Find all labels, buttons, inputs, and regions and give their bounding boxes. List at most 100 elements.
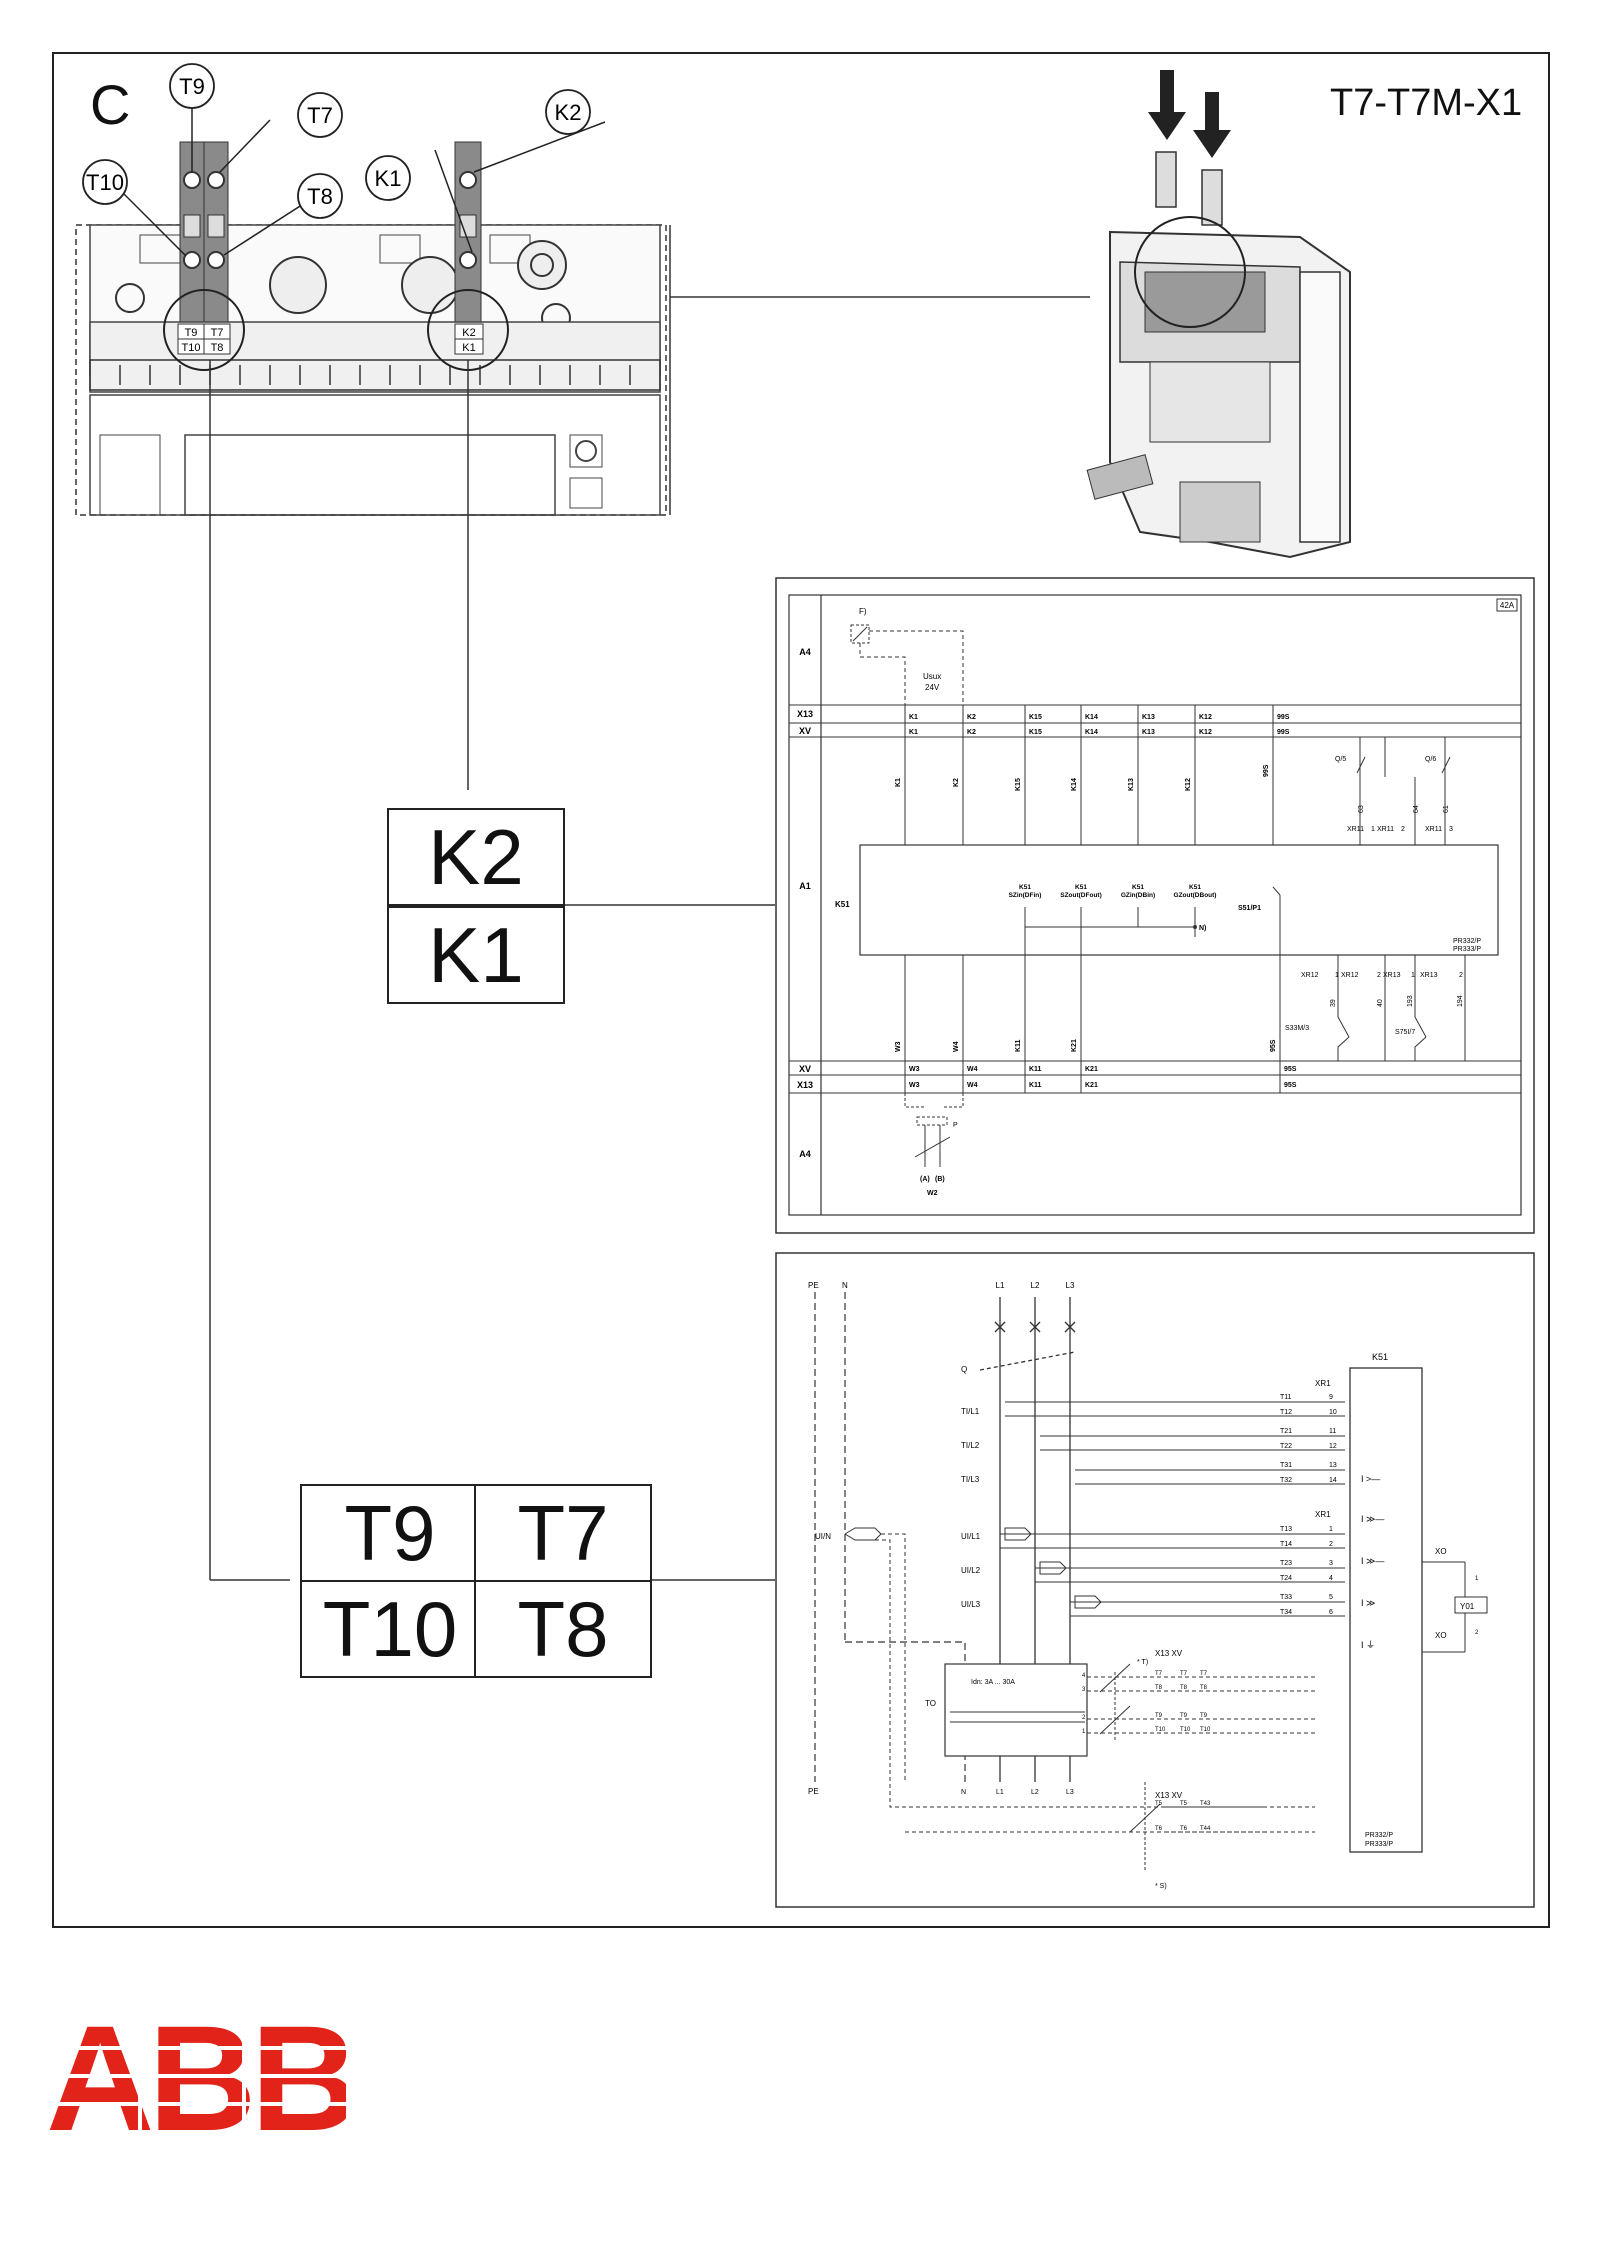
callout-label: K2 xyxy=(555,100,582,125)
row-label: X13 xyxy=(797,709,813,719)
svg-text:GZin(DBin): GZin(DBin) xyxy=(1121,892,1155,899)
svg-text:Y01: Y01 xyxy=(1460,1602,1475,1611)
svg-text:K1: K1 xyxy=(895,778,902,787)
svg-text:K14: K14 xyxy=(1071,778,1078,791)
svg-text:K11: K11 xyxy=(1029,1082,1042,1089)
svg-text:XO: XO xyxy=(1435,1631,1447,1640)
svg-text:SZin(DFin): SZin(DFin) xyxy=(1009,892,1042,899)
svg-text:W3: W3 xyxy=(909,1082,920,1089)
svg-text:K11: K11 xyxy=(1029,1066,1042,1073)
svg-text:T11: T11 xyxy=(1280,1394,1292,1401)
svg-text:13: 13 xyxy=(1329,1462,1337,1469)
svg-text:T5: T5 xyxy=(1155,1801,1163,1807)
svg-text:40: 40 xyxy=(1377,999,1384,1007)
svg-text:UI/N: UI/N xyxy=(815,1532,831,1541)
svg-text:XR1: XR1 xyxy=(1315,1510,1331,1519)
svg-text:K15: K15 xyxy=(1029,714,1042,721)
svg-text:W3: W3 xyxy=(909,1066,920,1073)
svg-text:T43: T43 xyxy=(1200,1801,1211,1807)
svg-text:39: 39 xyxy=(1330,999,1337,1007)
svg-text:L2: L2 xyxy=(1031,1281,1040,1290)
page-frame xyxy=(52,52,1550,1928)
callout-circle xyxy=(169,63,215,109)
svg-text:PE: PE xyxy=(808,1281,819,1290)
svg-text:K14: K14 xyxy=(1085,714,1098,721)
svg-text:S33M/3: S33M/3 xyxy=(1285,1025,1309,1032)
svg-text:UI/L2: UI/L2 xyxy=(961,1566,981,1575)
page-title: T7-T7M-X1 xyxy=(1330,82,1523,124)
svg-text:K21: K21 xyxy=(1071,1039,1078,1052)
svg-text:T10: T10 xyxy=(1155,1727,1166,1733)
svg-text:(B): (B) xyxy=(935,1176,945,1183)
svg-text:1: 1 xyxy=(1082,1729,1086,1735)
svg-text:61: 61 xyxy=(1443,805,1450,813)
svg-text:X13 XV: X13 XV xyxy=(1155,1791,1183,1800)
svg-text:1: 1 xyxy=(1335,972,1339,979)
svg-text:(A): (A) xyxy=(920,1176,930,1183)
svg-text:S51/P1: S51/P1 xyxy=(1238,905,1261,912)
svg-text:2: 2 xyxy=(1082,1715,1086,1721)
svg-text:194: 194 xyxy=(1457,995,1464,1007)
svg-text:Q: Q xyxy=(961,1365,967,1374)
svg-text:95S: 95S xyxy=(1270,1039,1277,1052)
strip-label: T8 xyxy=(211,342,224,354)
svg-text:14: 14 xyxy=(1329,1477,1337,1484)
svg-text:K13: K13 xyxy=(1142,729,1155,736)
svg-text:N: N xyxy=(842,1281,848,1290)
svg-text:T12: T12 xyxy=(1280,1409,1292,1416)
svg-text:T31: T31 xyxy=(1280,1462,1292,1469)
svg-text:L1: L1 xyxy=(996,1281,1005,1290)
svg-text:K51: K51 xyxy=(1075,884,1087,891)
svg-text:T6: T6 xyxy=(1155,1826,1163,1832)
svg-text:4: 4 xyxy=(1082,1673,1086,1679)
svg-text:12: 12 xyxy=(1329,1443,1337,1450)
svg-text:K21: K21 xyxy=(1085,1082,1098,1089)
svg-text:T8: T8 xyxy=(1180,1685,1188,1691)
svg-text:9: 9 xyxy=(1329,1394,1333,1401)
svg-text:K51: K51 xyxy=(1189,884,1201,891)
svg-text:K1: K1 xyxy=(909,714,918,721)
row-label: XV xyxy=(799,1064,811,1074)
svg-text:L3: L3 xyxy=(1066,1281,1075,1290)
svg-text:* S): * S) xyxy=(1155,1883,1167,1890)
callout-circle xyxy=(545,89,591,135)
svg-text:XR13: XR13 xyxy=(1420,972,1438,979)
svg-text:99S: 99S xyxy=(1263,764,1270,777)
svg-text:XR13: XR13 xyxy=(1383,972,1401,979)
svg-text:T14: T14 xyxy=(1280,1541,1292,1548)
callout-label: T8 xyxy=(307,184,333,209)
callout-circle xyxy=(82,159,128,205)
svg-text:1: 1 xyxy=(1475,1576,1479,1582)
svg-text:2: 2 xyxy=(1377,972,1381,979)
down-arrow-icon xyxy=(1148,70,1186,140)
abb-logo: ABB xyxy=(46,2016,346,2140)
strip-label: K1 xyxy=(462,342,475,354)
svg-text:K13: K13 xyxy=(1128,778,1135,791)
svg-text:W4: W4 xyxy=(967,1066,978,1073)
svg-text:T10: T10 xyxy=(1200,1727,1211,1733)
svg-text:K12: K12 xyxy=(1199,714,1212,721)
svg-text:K2: K2 xyxy=(967,729,976,736)
strip-label: T9 xyxy=(185,327,198,339)
svg-text:2: 2 xyxy=(1459,972,1463,979)
svg-text:4: 4 xyxy=(1329,1575,1333,1582)
toroid-to xyxy=(944,1663,1088,1757)
svg-text:99S: 99S xyxy=(1277,714,1290,721)
svg-text:I ≫—: I ≫— xyxy=(1361,1556,1384,1566)
svg-text:GZout(DBout): GZout(DBout) xyxy=(1174,892,1217,899)
svg-text:T8: T8 xyxy=(1155,1685,1163,1691)
svg-text:3: 3 xyxy=(1449,826,1453,833)
svg-text:T33: T33 xyxy=(1280,1594,1292,1601)
svg-text:F): F) xyxy=(859,607,867,616)
row-label: A1 xyxy=(799,881,811,891)
svg-text:PR333/P: PR333/P xyxy=(1365,1841,1393,1848)
svg-text:95S: 95S xyxy=(1284,1082,1297,1089)
svg-text:PR332/P: PR332/P xyxy=(1365,1832,1393,1839)
svg-text:I >—: I >— xyxy=(1361,1474,1380,1484)
svg-text:K2: K2 xyxy=(953,778,960,787)
svg-text:T13: T13 xyxy=(1280,1526,1292,1533)
callout-circle xyxy=(297,92,343,138)
svg-text:Idn: 3A ... 30A: Idn: 3A ... 30A xyxy=(971,1679,1015,1686)
svg-text:L1: L1 xyxy=(996,1789,1004,1796)
svg-text:64: 64 xyxy=(1413,805,1420,813)
